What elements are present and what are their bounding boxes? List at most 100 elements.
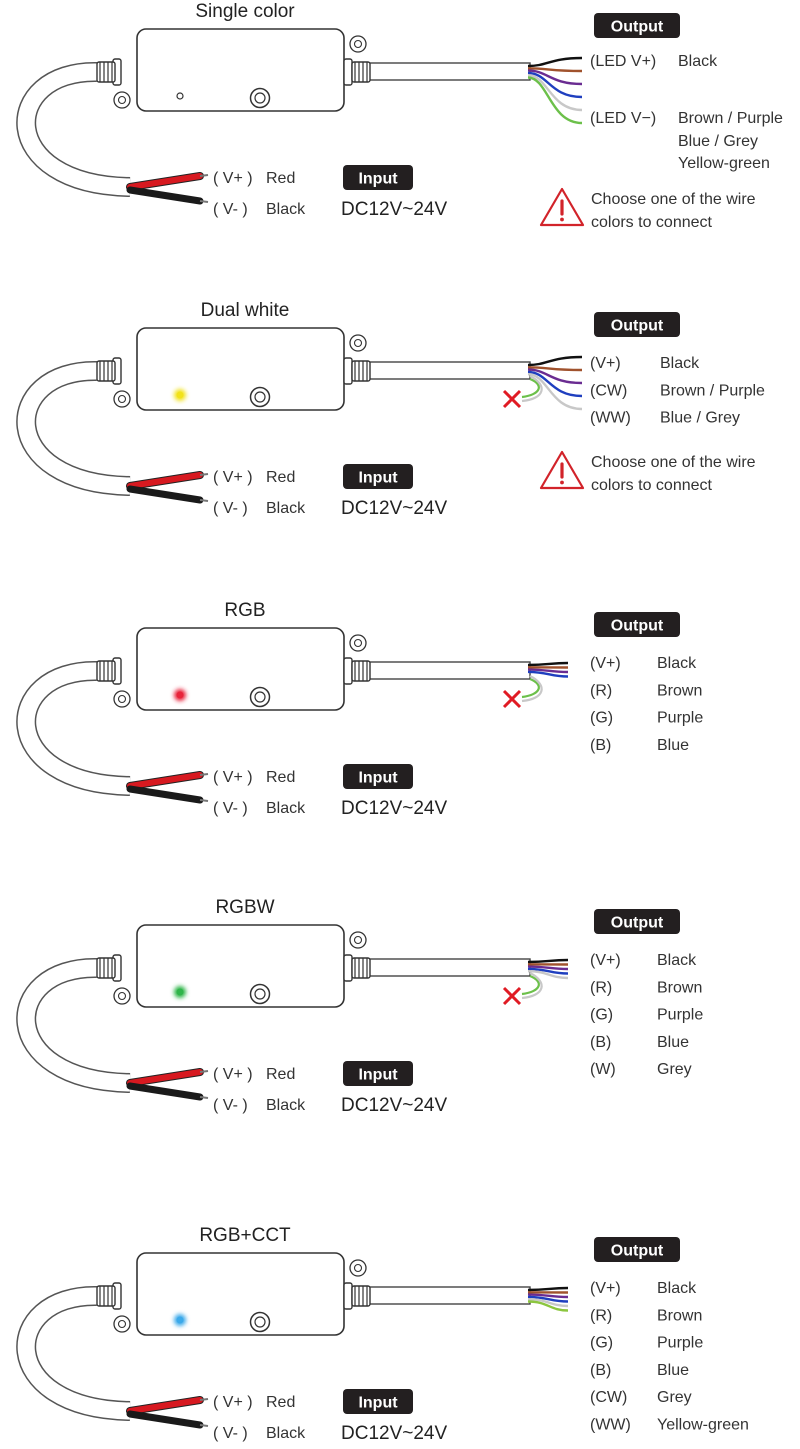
wire-code: (R) [590,1307,612,1324]
wire-code: (LED V−) [590,110,656,127]
warning-text: Choose one of the wire [591,191,756,208]
gland-collar-right [343,1282,353,1310]
vminus-code: ( V- ) [213,500,248,517]
output-badge-label: Output [611,19,664,36]
wire-code: (V+) [590,355,621,372]
red-wire [127,772,203,789]
black-wire [126,1082,204,1101]
gland-body-right [351,957,371,979]
cross-icon [502,689,522,709]
gland-body [96,360,116,382]
controller-housing [136,327,345,411]
input-cable [17,362,131,495]
wire-code: (B) [590,737,611,754]
wire-code: (V+) [590,655,621,672]
mount-hole-right-inner [353,935,363,945]
wire-code: (LED V+) [590,53,656,70]
wire-code: (CW) [590,1389,627,1406]
output-wire [527,74,583,112]
mount-hole-left-inner [117,95,127,105]
status-led [176,691,184,699]
input-badge [343,764,413,789]
mount-hole-left-inner [117,1319,127,1329]
wire-name: Brown [657,1307,702,1324]
output-badge [594,1237,680,1262]
wire-name: Black [657,952,697,969]
gland-body [96,957,116,979]
warning-icon [560,217,564,222]
output-wire [527,373,583,411]
mount-hole-right-inner [353,338,363,348]
vminus-code: ( V- ) [213,1425,248,1442]
wire-code: (G) [590,1335,613,1352]
black-wire-tip [199,799,209,802]
wire-name: Blue / Grey [660,410,740,427]
button-icon-inner [254,691,266,703]
input-badge-label: Input [358,470,398,487]
controller-housing [136,924,345,1008]
wire-name: Black [678,53,718,70]
output-wire [527,1300,569,1312]
output-wire [527,958,569,964]
red-wire-tip [199,473,209,476]
output-wire [527,56,583,68]
vplus-code: ( V+ ) [213,469,253,486]
vminus-name: Black [266,201,306,218]
input-badge-label: Input [358,770,398,787]
input-badge [343,1061,413,1086]
gland-body-right [351,360,371,382]
wire-code: (WW) [590,410,631,427]
wire-code: (V+) [590,1280,621,1297]
unused-wire [521,675,543,703]
output-badge [594,909,680,934]
wire-name: Black [657,1280,697,1297]
output-wire [527,366,583,372]
input-voltage: DC12V~24V [341,1423,447,1444]
output-wire [527,1293,569,1299]
wire-name: Blue / Grey [678,133,758,150]
output-wire [527,670,569,678]
output-wire [527,965,569,971]
output-cable [367,62,531,81]
red-wire-tip [199,174,209,177]
wire-code: (G) [590,710,613,727]
input-badge [343,1389,413,1414]
input-badge [343,464,413,489]
output-wire [527,71,583,99]
output-wire [527,1295,569,1303]
wire-code: (CW) [590,382,627,399]
output-wire [527,76,583,125]
vplus-name: Red [266,469,295,486]
warning-text: colors to connect [591,214,713,231]
wire-code: (B) [590,1362,611,1379]
black-wire-tip [199,1096,209,1099]
output-badge-label: Output [611,618,664,635]
cross-icon [502,389,522,409]
section-title: RGB [224,600,265,621]
output-badge [594,13,680,38]
controller-housing [136,1252,345,1336]
wire-code: (WW) [590,1417,631,1434]
wire-name: Black [660,355,700,372]
wire-code: (B) [590,1034,611,1051]
red-wire [127,472,203,489]
wire-name: Purple [657,1007,703,1024]
wire-name: Yellow-green [657,1417,749,1434]
wire-code: (R) [590,682,612,699]
vminus-code: ( V- ) [213,800,248,817]
unused-wire [521,377,540,399]
output-cable [367,661,531,680]
wire-name: Brown [657,979,702,996]
output-cable [367,1286,531,1305]
section-title: RGB+CCT [199,1225,291,1246]
input-badge [343,165,413,190]
red-wire [127,1397,203,1414]
input-cable [17,1287,131,1420]
wire-name: Black [657,655,697,672]
red-wire-tip [199,1398,209,1401]
gland-body [96,61,116,83]
unused-wire [521,974,540,996]
vminus-code: ( V- ) [213,201,248,218]
warning-text: Choose one of the wire [591,454,756,471]
